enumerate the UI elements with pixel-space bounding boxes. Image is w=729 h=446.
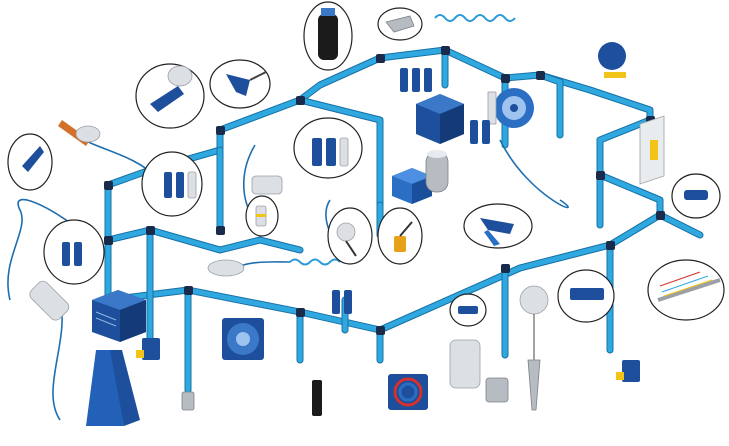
filter-regulator-icon: [470, 120, 490, 144]
spray-nozzle-icon: [58, 120, 101, 146]
blow-gun-icon: [226, 71, 267, 96]
filter-regulator-icon: [312, 137, 349, 167]
connector-icon: [255, 205, 267, 227]
hose-reel-icon: [487, 88, 534, 128]
oil-can-icon: [394, 221, 413, 252]
blow-gun-icon: [385, 15, 415, 33]
coil-hose-icon: [289, 14, 516, 266]
quick-coupler-icon: [458, 306, 478, 314]
grinder-icon: [207, 259, 245, 277]
filter-regulator-icon: [164, 171, 197, 199]
pipe-detail-icon: [657, 271, 721, 302]
blow-gun-icon: [480, 218, 514, 246]
coupling-icon: [22, 146, 44, 172]
valve-icon: [684, 190, 708, 200]
filter-cartridge-icon: [318, 8, 338, 60]
stand-icon: [86, 350, 140, 426]
drain-valve-icon: [616, 360, 640, 382]
control-panel-icon: [639, 115, 665, 185]
compressor-cabinet-icon: [92, 290, 146, 342]
compressor-cabinet-icon: [416, 94, 464, 144]
filter-silencer-icon: [181, 391, 195, 411]
hose-reel-icon: [222, 318, 264, 360]
filter-regulator-icon: [332, 290, 352, 314]
hose-reel-icon: [388, 374, 428, 410]
lubricator-tank-icon: [449, 339, 509, 403]
hose-reel-icon: [598, 42, 626, 78]
manifold-icon: [570, 288, 604, 300]
impact-wrench-icon: [251, 175, 283, 195]
impact-tool-icon: [29, 280, 70, 321]
filter-regulator-icon: [400, 68, 432, 92]
balancer-icon: [519, 285, 549, 411]
drain-valve-icon: [136, 338, 160, 360]
spray-gun-icon: [150, 65, 193, 112]
filter-regulator-icon: [62, 242, 82, 266]
chisel-tool-icon: [312, 380, 322, 416]
tank-icon: [425, 150, 449, 193]
tire-inflator-icon: [336, 222, 357, 257]
